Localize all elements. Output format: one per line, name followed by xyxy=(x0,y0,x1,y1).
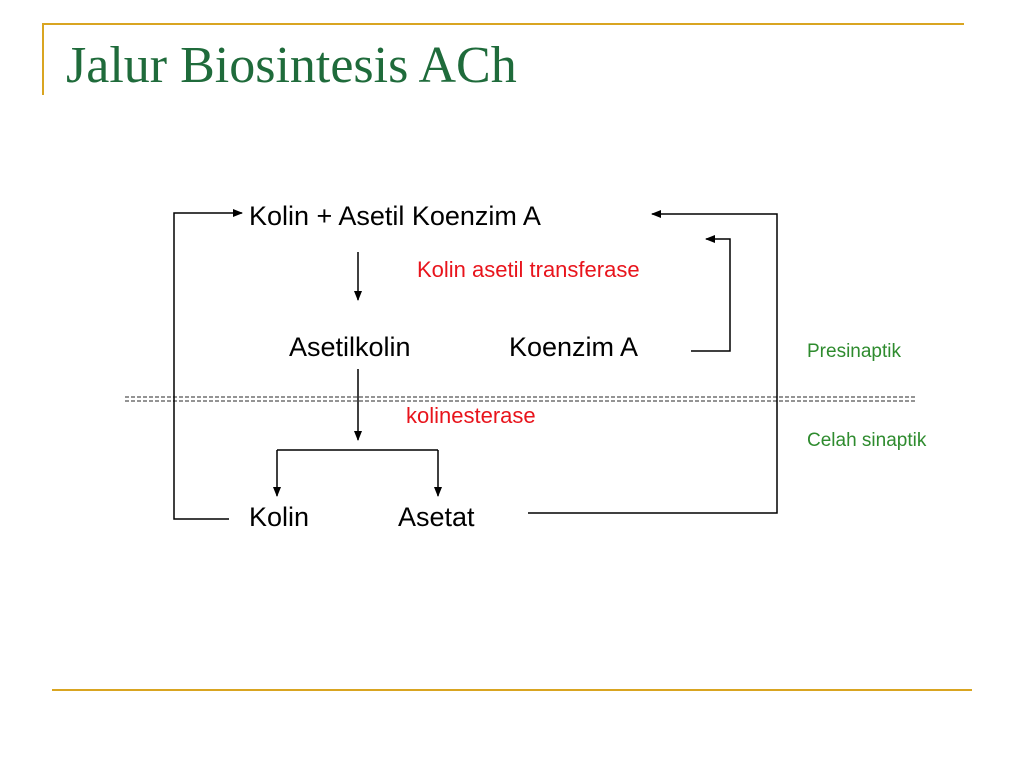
frame-top-line xyxy=(42,23,964,25)
synaptic-cleft-region-label: Celah sinaptik xyxy=(807,430,927,451)
acetate-return-arrow xyxy=(528,210,778,514)
coenzyme-recycle-arrow xyxy=(691,235,731,352)
hydrolysis-enzyme-label: kolinesterase xyxy=(406,403,536,428)
slide-title: Jalur Biosintesis ACh xyxy=(66,37,517,94)
presynaptic-region-label: Presinaptik xyxy=(807,341,901,362)
acetylcholine-label: Asetilkolin xyxy=(289,332,411,362)
frame-bottom-line xyxy=(52,689,972,691)
reactants-label: Kolin + Asetil Koenzim A xyxy=(249,201,541,231)
product-branch xyxy=(273,449,442,497)
synthesis-enzyme-label: Kolin asetil transferase xyxy=(417,257,640,282)
coenzyme-a-label: Koenzim A xyxy=(509,332,639,362)
synapse-boundary-line xyxy=(125,396,915,402)
choline-recycle-arrow xyxy=(173,209,243,520)
acetate-label: Asetat xyxy=(398,502,475,532)
frame-left-line xyxy=(42,23,44,95)
choline-label: Kolin xyxy=(249,502,310,532)
